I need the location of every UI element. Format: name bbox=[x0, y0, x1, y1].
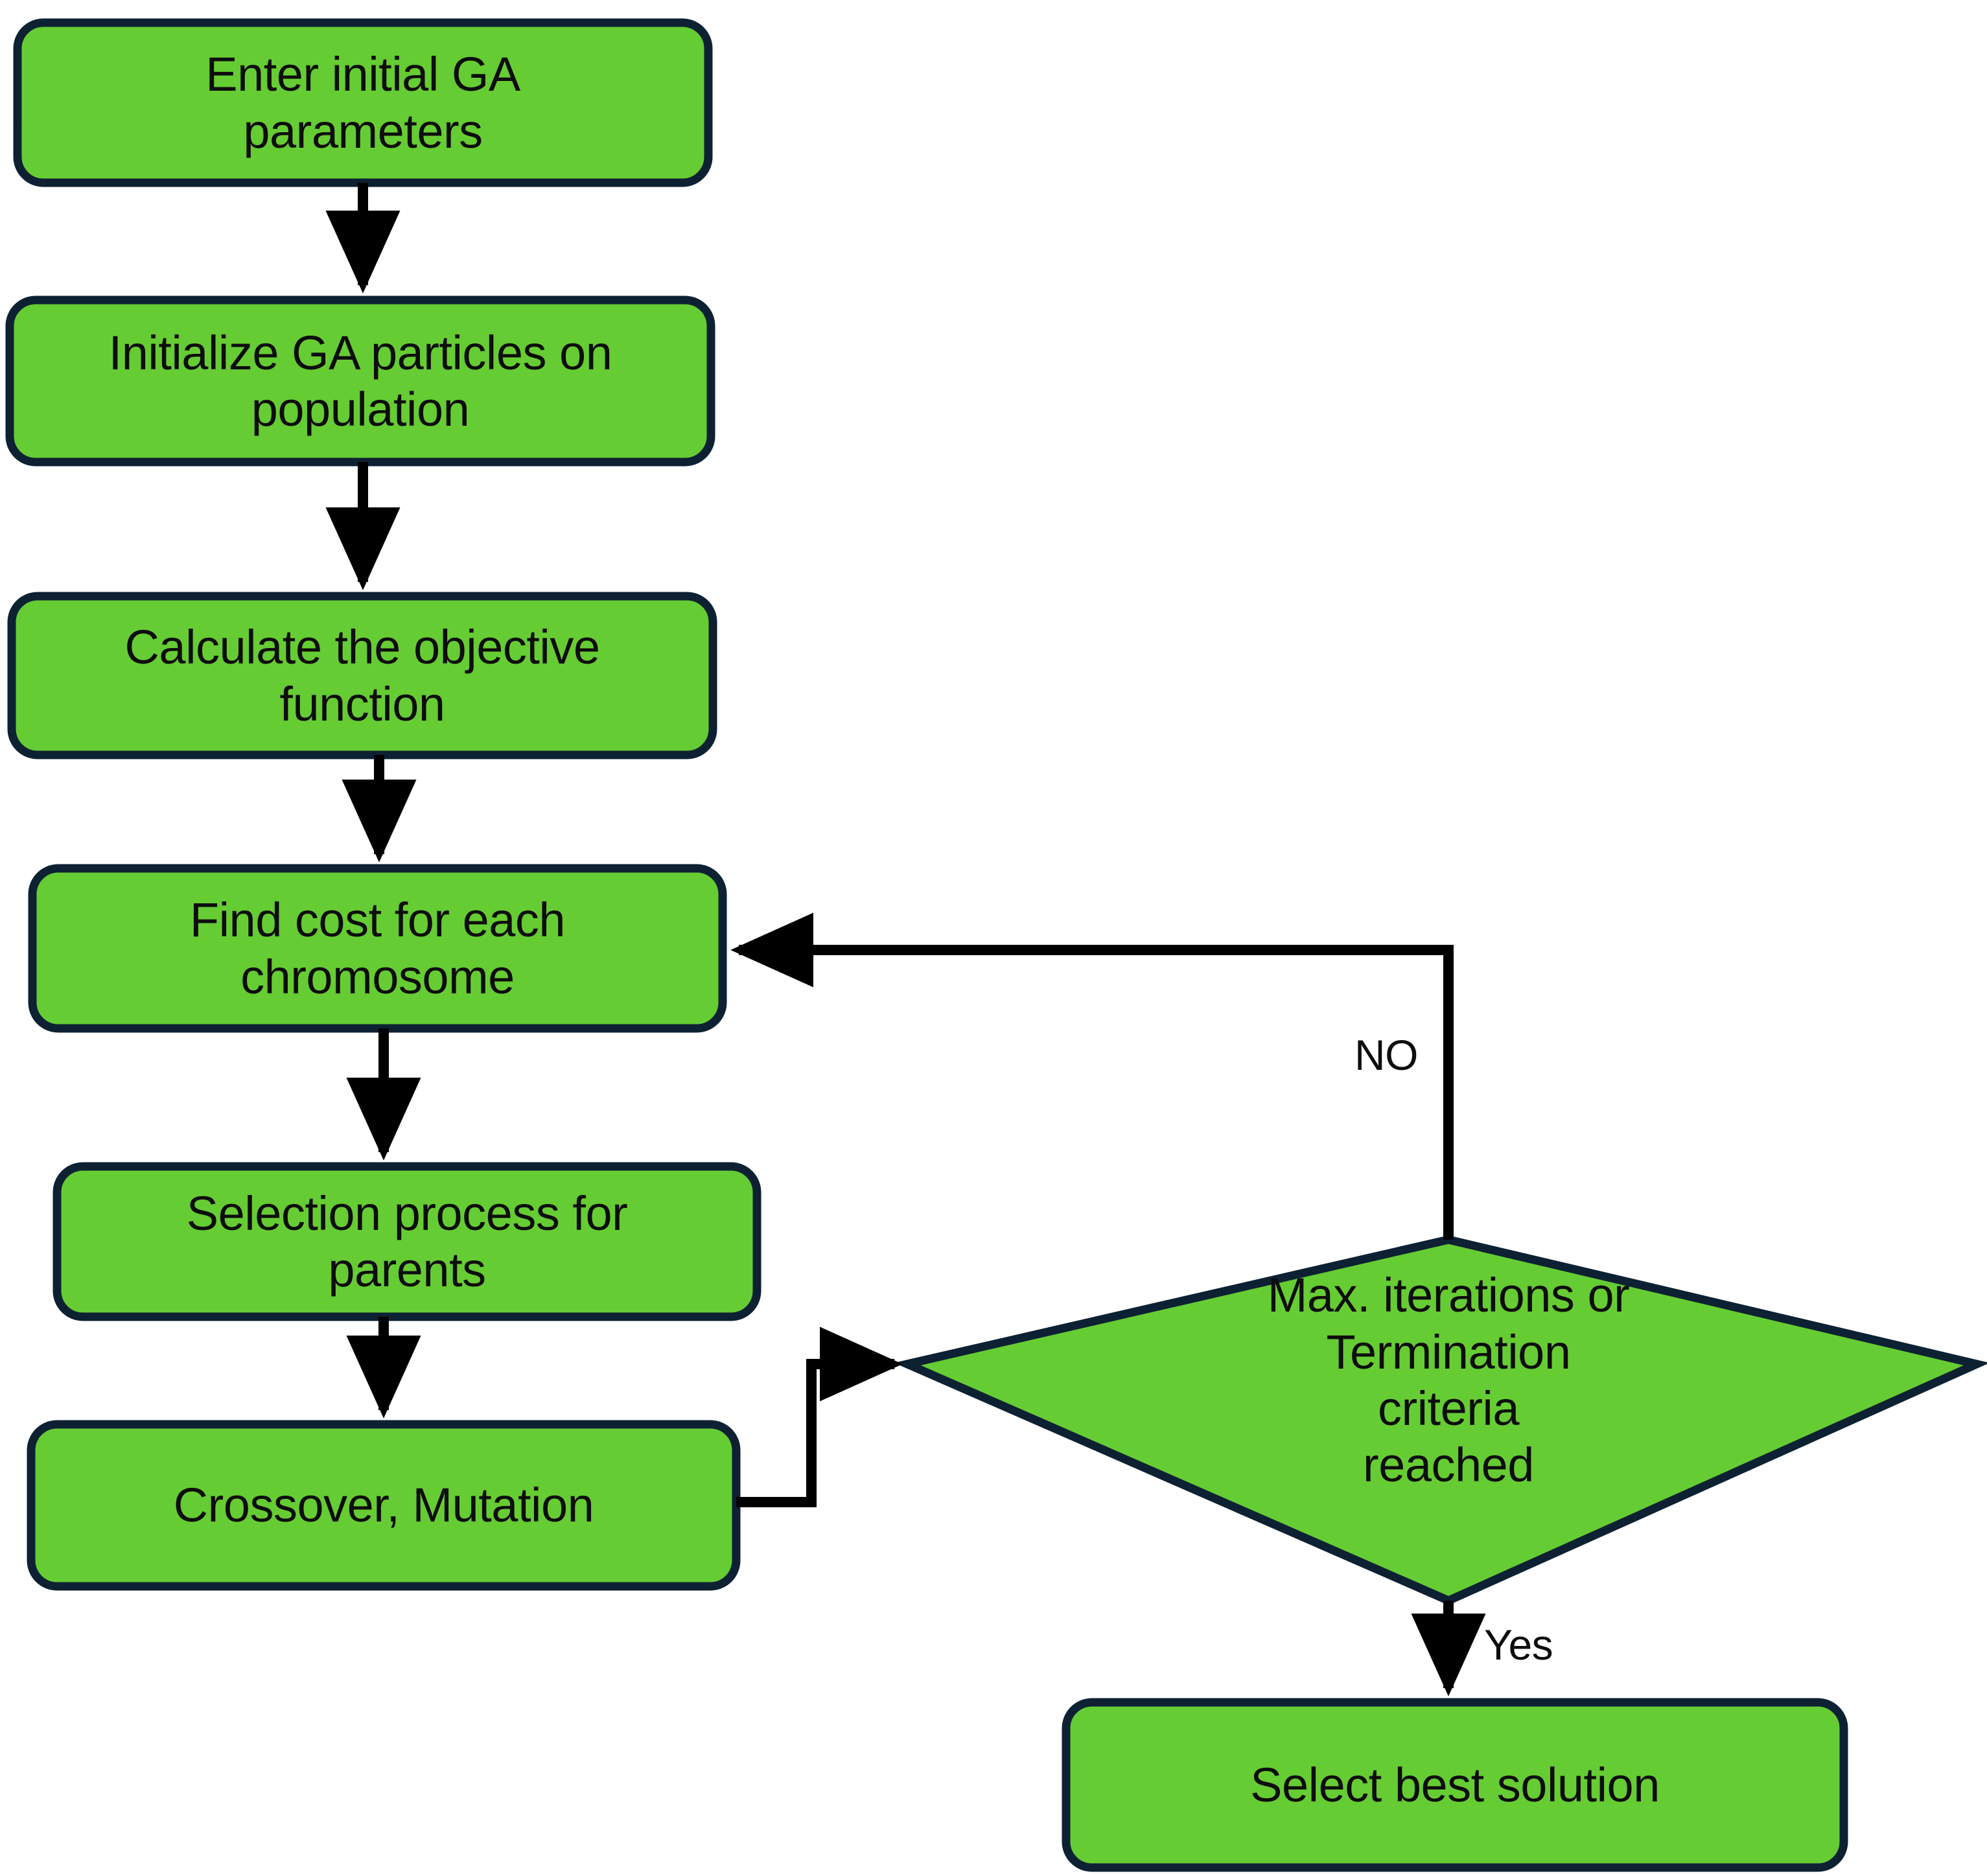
edge-label-no: NO bbox=[1354, 1031, 1419, 1079]
node-termination-check[interactable] bbox=[894, 1235, 1987, 1606]
edge-label-yes: Yes bbox=[1484, 1621, 1553, 1669]
node-find-cost[interactable] bbox=[28, 864, 727, 1033]
node-enter-params[interactable] bbox=[13, 18, 713, 187]
node-crossover-mutation[interactable] bbox=[27, 1420, 741, 1591]
node-select-best[interactable] bbox=[1062, 1698, 1848, 1872]
node-calc-objective[interactable] bbox=[7, 592, 717, 759]
node-selection-parents[interactable] bbox=[52, 1162, 761, 1321]
edge-crossover-to-decision bbox=[736, 1326, 903, 1507]
node-init-particles[interactable] bbox=[5, 295, 715, 467]
edge-decision-no-to-find bbox=[730, 912, 1454, 1240]
